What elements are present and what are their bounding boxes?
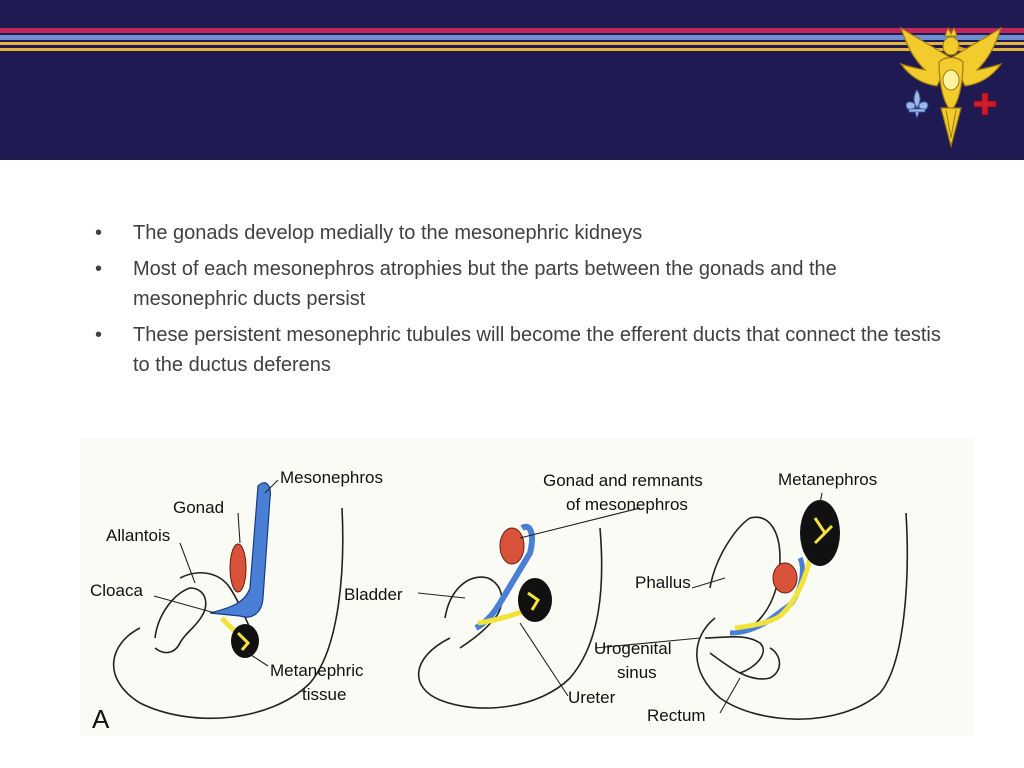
bullet-text: These persistent mesonephric tubules wil… bbox=[133, 324, 941, 376]
panel1-cloaca-outline bbox=[154, 587, 207, 654]
bullet-text: The gonads develop medially to the meson… bbox=[133, 222, 643, 244]
bullet-item: • Most of each mesonephros atrophies but … bbox=[95, 254, 955, 314]
bullet-symbol: • bbox=[95, 258, 103, 280]
label-urogenital-1: Urogenital bbox=[594, 639, 672, 658]
panel3-body-outline bbox=[696, 512, 909, 720]
header-stripe-blue bbox=[0, 35, 1024, 40]
header-stripe-gold bbox=[0, 42, 1024, 45]
label-metanephric-2: tissue bbox=[302, 685, 346, 704]
panel3-bladder-outline bbox=[709, 516, 781, 629]
label-panel-a: A bbox=[92, 704, 110, 734]
label-metanephric-1: Metanephric bbox=[270, 661, 364, 680]
bullet-text: Most of each mesonephros atrophies but t… bbox=[133, 258, 837, 310]
panel3-urogenital-outline bbox=[704, 635, 764, 674]
label-rectum: Rectum bbox=[647, 706, 706, 725]
label-gonad: Gonad bbox=[173, 498, 224, 517]
panel1-gonad bbox=[229, 543, 247, 593]
header-stripe-red bbox=[0, 28, 1024, 33]
panel2-gonad bbox=[499, 527, 525, 565]
panel2-bladder-outline bbox=[444, 576, 503, 649]
panel3-rectum-outline bbox=[709, 647, 781, 680]
bullet-item: • These persistent mesonephric tubules wi… bbox=[95, 320, 955, 380]
panel1-mesonephros bbox=[209, 482, 271, 618]
label-metanephros: Metanephros bbox=[778, 470, 877, 489]
bullet-item: • The gonads develop medially to the meso… bbox=[95, 218, 955, 248]
bullet-symbol: • bbox=[95, 324, 103, 346]
embryology-figure: Mesonephros Gonad Allantois Cloaca Metan… bbox=[80, 438, 974, 736]
panel3-metanephros bbox=[800, 500, 840, 566]
label-allantois: Allantois bbox=[106, 526, 170, 545]
label-ureter: Ureter bbox=[568, 688, 616, 707]
bullet-list: • The gonads develop medially to the meso… bbox=[95, 218, 955, 386]
panel3-gonad bbox=[772, 562, 798, 594]
label-gonad-remnants-1: Gonad and remnants bbox=[543, 471, 703, 490]
panel2-metanephros bbox=[518, 578, 552, 622]
panel1-allantois-outline bbox=[179, 572, 251, 629]
label-mesonephros: Mesonephros bbox=[280, 468, 383, 487]
figure-drawing: Mesonephros Gonad Allantois Cloaca Metan… bbox=[90, 468, 909, 734]
label-urogenital-2: sinus bbox=[617, 663, 657, 682]
slide-header-band bbox=[0, 0, 1024, 160]
label-phallus: Phallus bbox=[635, 573, 691, 592]
eagle-crest-logo bbox=[899, 26, 1003, 148]
label-cloaca: Cloaca bbox=[90, 581, 143, 600]
panel2-body-outline bbox=[417, 527, 603, 709]
panel3-duct bbox=[729, 556, 805, 636]
bullet-symbol: • bbox=[95, 222, 103, 244]
panel1-body-outline bbox=[112, 507, 344, 720]
header-stripe-gold-lower bbox=[0, 48, 1024, 51]
label-bladder: Bladder bbox=[344, 585, 403, 604]
label-gonad-remnants-2: of mesonephros bbox=[566, 495, 688, 514]
